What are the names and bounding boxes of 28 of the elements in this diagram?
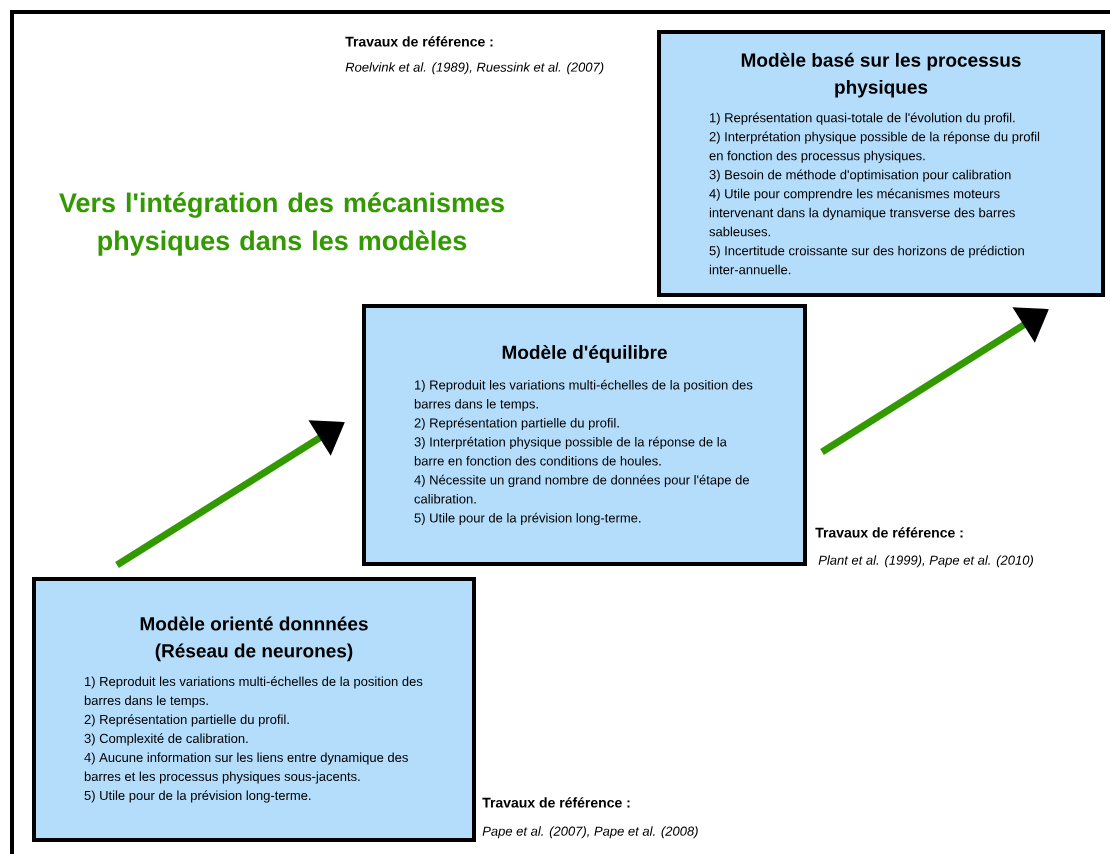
list-item: 3) Complexité de calibration. [84, 733, 248, 746]
reference-heading: Travaux de référence : [815, 527, 963, 538]
title: Vers l'intégration des mécanismes physiques dans les modèles [59, 192, 504, 256]
list-item: 2) Représentation partielle du profil. [414, 417, 619, 431]
list-item: 5) Utile pour de la prévision long-terme. [84, 790, 311, 803]
box-heading: Modèle basé sur les processus physiques [741, 52, 1021, 98]
list-item: 3) Besoin de méthode d'optimisation pour calibration [709, 169, 1011, 182]
reference-citation: Roelvink et al. (1989), Ruessink et al. (2007) [345, 62, 604, 75]
list-item: 2) Représentation partielle du profil. [84, 714, 289, 727]
list-item: 1) Représentation quasi-totale de l'évolution du profil. [710, 112, 1015, 125]
list-item: 4) Nécessite un grand nombre de données pour l'étape de calibration. [414, 474, 749, 504]
model-box [32, 577, 476, 842]
model-box [657, 30, 1105, 297]
list-item: 4) Utile pour comprendre les mécanismes moteurs intervenant dans la dynamique transverse des barres sableuses. [709, 188, 1015, 237]
list-item: 4) Aucune information sur les liens entre dynamique des barres et les processus physiques sous-jacents. [84, 752, 408, 784]
list-item: 3) Interprétation physique possible de la réponse de la barre en fonction des conditions de houles. [414, 436, 727, 466]
list-item: 1) Reproduit les variations multi-échelles de la position des barres dans le temps. [414, 379, 753, 412]
list-item: 2) Interprétation physique possible de la réponse du profil en fonction des processus physiques. [709, 131, 1040, 163]
list-item: 5) Utile pour de la prévision long-terme. [414, 512, 641, 526]
list-item: 5) Incertitude croissante sur des horizons de prédiction inter-annuelle. [709, 245, 1024, 275]
box-heading: Modèle d'équilibre [502, 344, 667, 363]
reference-citation: Pape et al. (2007), Pape et al. (2008) [482, 826, 698, 839]
reference-heading: Travaux de référence : [482, 797, 630, 808]
box-heading: Modèle orienté donnnées (Réseau de neurones) [140, 616, 368, 662]
model-box [362, 304, 807, 566]
list-item: 1) Reproduit les variations multi-échelles de la position des barres dans le temps. [84, 676, 423, 708]
reference-citation: Plant et al. (1999), Pape et al. (2010) [818, 555, 1033, 568]
reference-heading: Travaux de référence : [345, 36, 493, 47]
